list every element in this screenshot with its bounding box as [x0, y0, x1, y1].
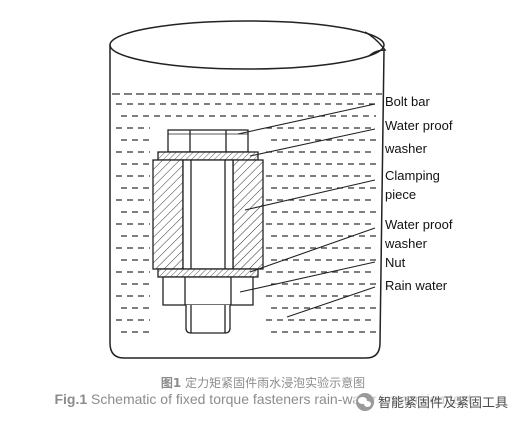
nut	[162, 276, 254, 306]
washer-bottom	[157, 268, 259, 278]
label-washer-top-line2: washer	[384, 141, 428, 156]
caption-chinese: 图1 定力矩紧固件雨水浸泡实验示意图	[0, 374, 526, 391]
label-washer-bottom-line1: Water proof	[385, 217, 453, 232]
wechat-icon	[356, 392, 374, 411]
label-clamping-line1: Clamping	[385, 168, 440, 183]
watermark-text: 智能紧固件及紧固工具	[378, 396, 509, 411]
label-washer-top-line1: Water proof	[385, 118, 453, 133]
rain-water-lines	[112, 93, 382, 333]
leader-lines	[237, 103, 376, 318]
clamping-piece-right	[232, 159, 264, 270]
label-rain-water: Rain water	[385, 278, 448, 293]
label-nut: Nut	[385, 255, 406, 270]
bolt-head	[167, 129, 249, 153]
bolt-assembly	[152, 129, 264, 334]
caption-english-prefix: Fig.1	[54, 391, 88, 407]
label-washer-bottom-line2: washer	[384, 236, 428, 251]
label-bolt-bar: Bolt bar	[385, 94, 430, 109]
caption-chinese-text: 定力矩紧固件雨水浸泡实验示意图	[181, 376, 366, 390]
bolt-tip	[185, 305, 231, 334]
label-clamping-line2: piece	[385, 187, 416, 202]
beaker-bottom	[109, 342, 381, 359]
beaker-wall-right	[379, 49, 385, 344]
beaker-spout	[364, 31, 387, 57]
washer-top	[157, 151, 259, 161]
diagram-labels: Bolt bar Water proof washer Clamping pie…	[384, 94, 453, 293]
caption-chinese-prefix: 图1	[160, 376, 182, 390]
beaker-rim	[109, 20, 385, 70]
beaker	[109, 20, 387, 359]
clamping-piece-left	[152, 159, 184, 270]
watermark: 智能紧固件及紧固工具	[354, 392, 511, 411]
